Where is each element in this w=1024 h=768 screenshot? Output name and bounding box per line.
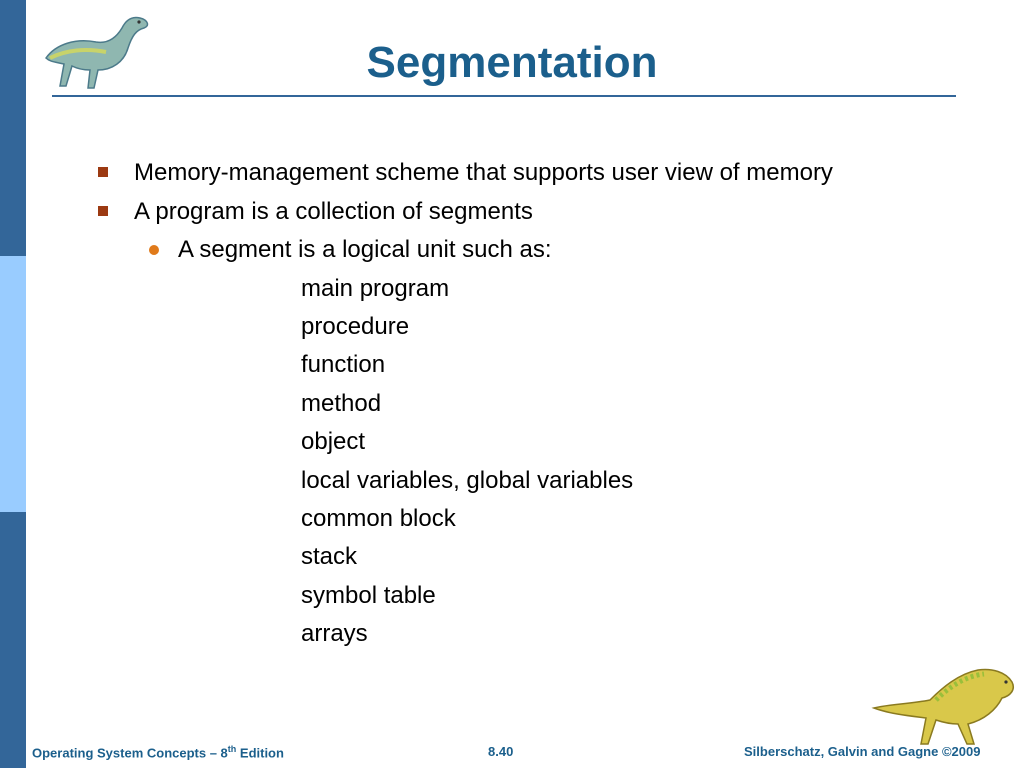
round-bullet-icon [149,245,159,255]
segment-unit: function [301,351,386,378]
segment-unit: symbol table [301,582,436,609]
bullet-item: A program is a collection of segments [134,198,533,225]
title-underline [52,95,956,97]
left-decoration-bar [0,0,26,768]
segment-unit: main program [301,275,450,302]
sub-bullet-item: A segment is a logical unit such as: [178,236,552,263]
square-bullet-icon [98,167,108,177]
footer-book-title: Operating System Concepts – 8th Edition [32,744,284,761]
segment-unit: common block [301,505,456,532]
footer-authors: Silberschatz, Galvin and Gagne ©2009 [744,744,981,759]
left-bar-highlight [0,256,26,512]
segment-unit: object [301,428,366,455]
segment-unit: arrays [301,620,368,647]
slide-title: Segmentation [366,38,658,87]
footer-page-number: 8.40 [488,744,514,759]
dinosaur-illustration-icon [871,668,1014,745]
square-bullet-icon [98,206,108,216]
segment-unit: local variables, global variables [301,467,634,494]
segment-unit: method [301,390,382,417]
bullet-item: Memory-management scheme that supports u… [134,159,833,186]
segment-unit: procedure [301,313,410,340]
dinosaur-logo-icon [45,16,149,89]
segment-unit: stack [301,543,358,570]
